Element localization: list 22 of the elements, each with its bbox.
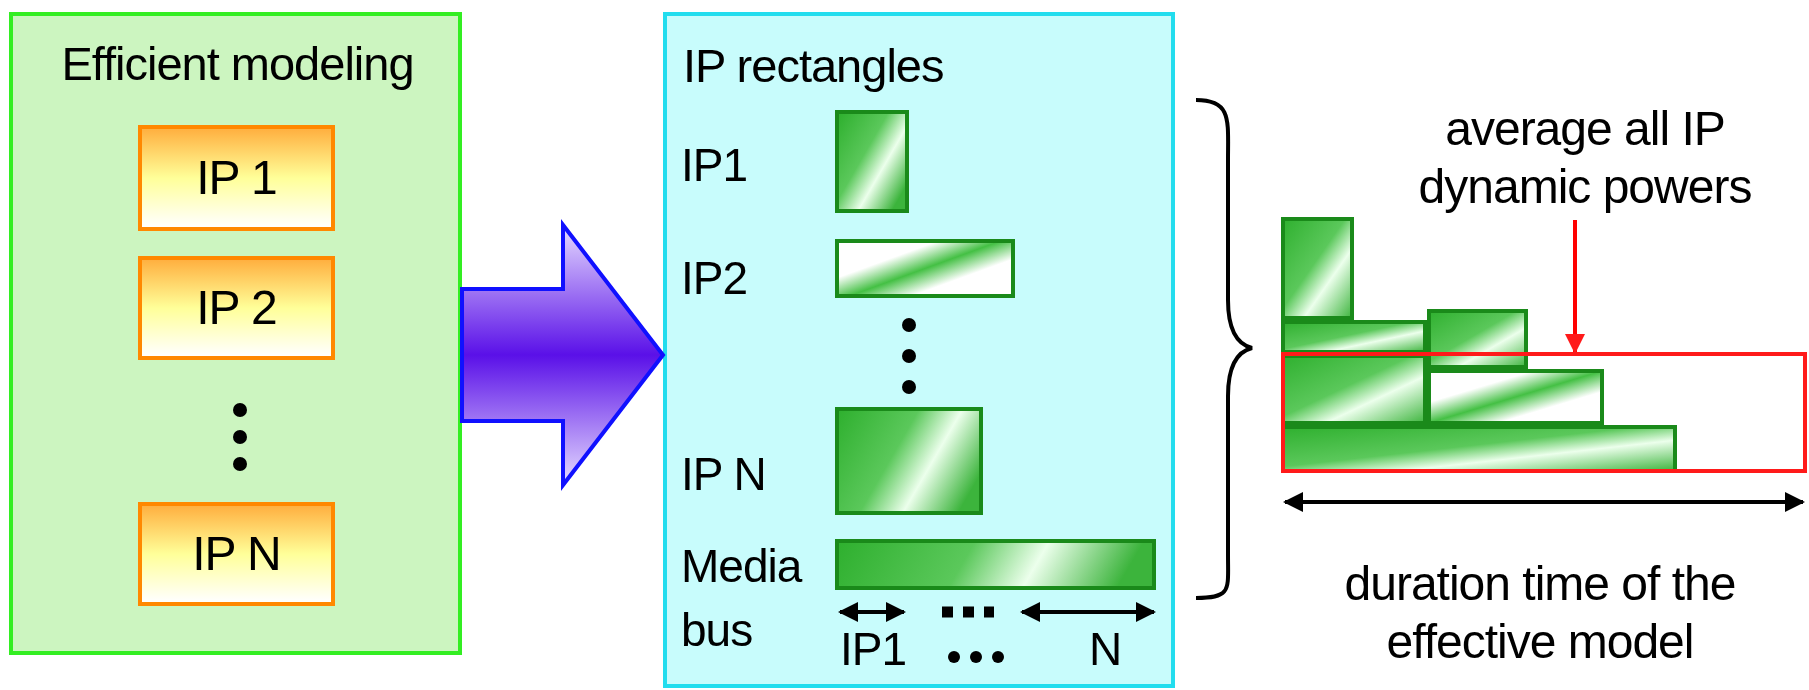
ip-rectangle [835, 239, 1015, 298]
group-panel [663, 12, 1175, 688]
ip-label: IP1 [681, 138, 749, 193]
annotation-text: average all IP dynamic powers [1370, 95, 1800, 220]
panel-heading: Efficient modeling [60, 36, 415, 92]
ip-rectangle [835, 407, 983, 515]
ip-label: IP N [681, 447, 767, 502]
ip-label: IP2 [681, 251, 749, 306]
ip-rectangle [835, 110, 909, 213]
arrow [1565, 220, 1585, 354]
panel-heading: IP rectangles [683, 38, 945, 94]
ip-box: IP N [138, 502, 335, 606]
axis-label: duration time of the effective model [1343, 556, 1737, 670]
ip-label: Media bus [681, 539, 804, 659]
dimension-label: IP1 [838, 622, 907, 677]
average-power-rectangle [1281, 352, 1807, 473]
group-panel [9, 12, 462, 655]
block-arrow [460, 219, 666, 491]
ip-box: IP 2 [138, 256, 335, 360]
ip-rectangle [835, 539, 1156, 590]
dimension-label: N [1087, 622, 1123, 677]
ip-box: IP 1 [138, 125, 335, 231]
